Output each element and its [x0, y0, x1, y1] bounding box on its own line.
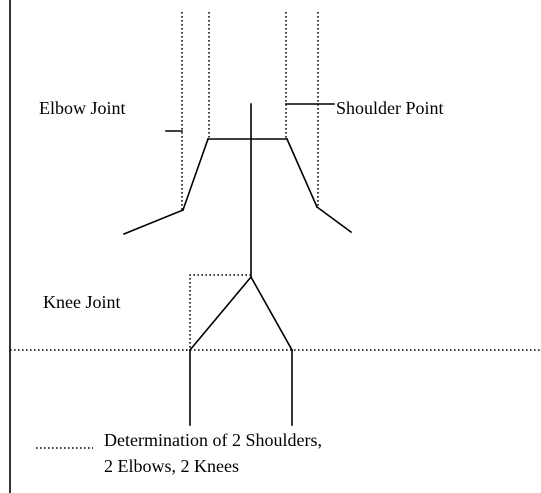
legend-line-2: 2 Elbows, 2 Knees [104, 453, 364, 479]
shoulder-point-label: Shoulder Point [336, 97, 444, 119]
legend-line-1: Determination of 2 Shoulders, [104, 427, 364, 453]
legend-text: Determination of 2 Shoulders, 2 Elbows, … [104, 427, 364, 479]
knee-joint-label: Knee Joint [43, 291, 120, 313]
elbow-joint-label: Elbow Joint [39, 97, 126, 119]
left-thigh [190, 277, 251, 350]
right-forearm [317, 207, 351, 232]
right-thigh [251, 277, 292, 350]
left-upper-arm [183, 139, 208, 210]
left-forearm [124, 210, 183, 234]
right-upper-arm [287, 139, 317, 207]
